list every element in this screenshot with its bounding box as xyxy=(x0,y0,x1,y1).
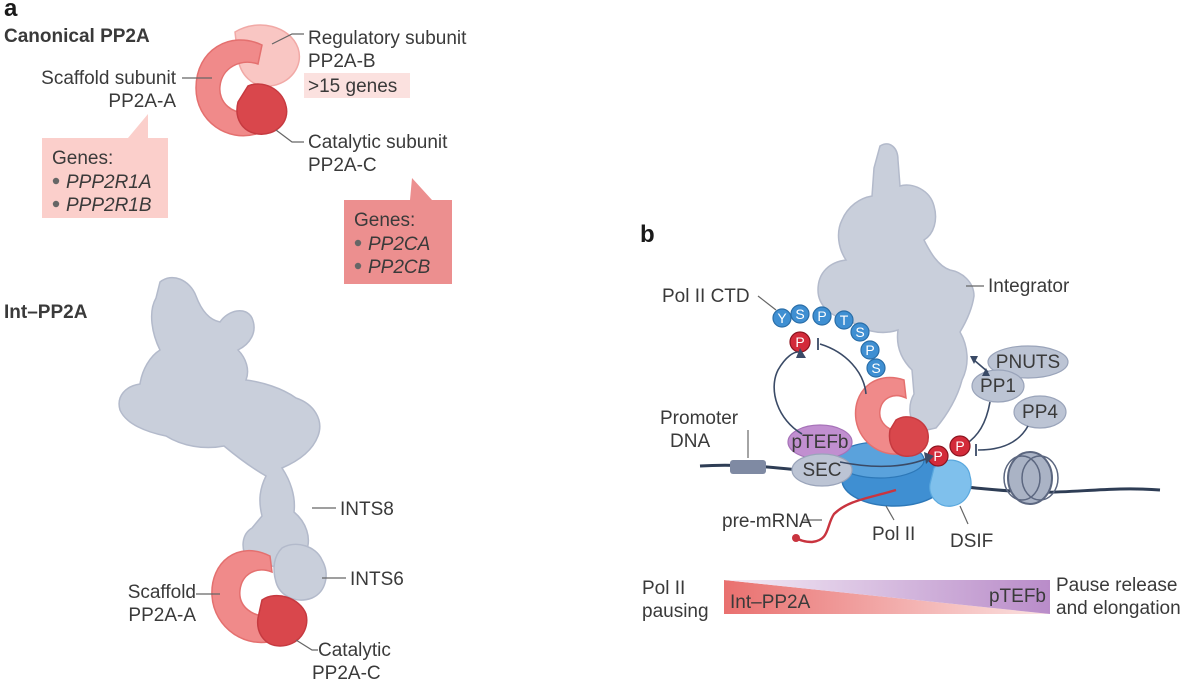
ints8-label: INTS8 xyxy=(340,499,394,520)
regulatory-subunit-shape xyxy=(234,24,301,87)
scaffold-subunit-shape xyxy=(195,39,263,137)
pp1-label: PP1 xyxy=(980,376,1016,397)
regulatory-genes: >15 genes xyxy=(308,76,397,97)
ptefb-pol2-arrow xyxy=(839,457,929,468)
catalytic-genes-callout: Genes: PP2CA PP2CB xyxy=(344,178,452,284)
integrator-shape xyxy=(817,143,975,433)
pol2-leader xyxy=(885,505,895,521)
phospho-pol2-2 xyxy=(949,435,971,457)
int-catalytic-leader xyxy=(295,639,318,651)
promoter-label-line1: Promoter xyxy=(660,408,739,429)
int-scaffold-line2: PP2A-A xyxy=(128,605,196,626)
scaffold-genes-callout: Genes: PPP2R1A PPP2R1B xyxy=(42,114,168,218)
bullet-dot xyxy=(354,262,362,270)
panel-b-letter: b xyxy=(640,221,655,248)
ints6-label: INTS6 xyxy=(350,569,404,590)
canonical-pp2a-title: Canonical PP2A xyxy=(4,26,150,47)
panel-a-letter: a xyxy=(4,0,18,22)
catalytic-label-line1: Catalytic subunit xyxy=(308,132,448,153)
ptefb-pol2-arrowhead xyxy=(924,452,934,464)
ctd-residue: P xyxy=(865,342,874,358)
gene-ppp2r1a: PPP2R1A xyxy=(66,172,152,193)
pp2a-dephosphorylation-arc xyxy=(819,343,867,395)
ptefb-arrowhead xyxy=(796,348,806,358)
elongation-label-line2: and elongation xyxy=(1056,598,1181,619)
scaffold-label-line2: PP2A-A xyxy=(108,91,176,112)
mrna-cap xyxy=(792,534,800,542)
ctd-residue: S xyxy=(795,306,804,322)
sec-oval xyxy=(791,453,853,487)
sec-label: SEC xyxy=(802,460,841,481)
ctd-residue: P xyxy=(817,308,826,324)
int-catalytic-line2: PP2A-C xyxy=(312,663,381,681)
pp4-inhibition-arc xyxy=(977,425,1029,451)
pausing-label-line2: pausing xyxy=(642,601,709,622)
regulatory-leader xyxy=(271,33,304,45)
dsif-label: DSIF xyxy=(950,531,993,552)
ctd-label: Pol II CTD xyxy=(662,286,750,307)
pp4-oval xyxy=(1013,395,1067,429)
dsif-leader xyxy=(959,505,969,525)
bullet-dot xyxy=(52,177,60,185)
regulatory-label-line1: Regulatory subunit xyxy=(308,28,467,49)
gradient-right-label: pTEFb xyxy=(989,586,1046,607)
ints6-shape xyxy=(273,543,327,601)
bullet-dot xyxy=(354,239,362,247)
ptefb-gradient xyxy=(724,580,1050,614)
ctd-residue: T xyxy=(840,312,849,328)
int-catalytic-line1: Catalytic xyxy=(318,640,391,661)
phospho-ctd-label: P xyxy=(795,334,804,350)
pol2-ctd-chain: Y S P T S P S xyxy=(772,304,886,378)
promoter-box xyxy=(730,460,766,474)
pp4-label: PP4 xyxy=(1022,402,1058,423)
regulatory-genes-box xyxy=(304,73,410,98)
int-pp2a-complex xyxy=(118,276,327,647)
pol2-pp2a-catalytic xyxy=(888,416,929,457)
phospho-pol2-2-label: P xyxy=(955,438,964,454)
scaffold-genes-title: Genes: xyxy=(52,148,113,169)
pol2-label: Pol II xyxy=(872,524,915,545)
int-pp2a-title: Int–PP2A xyxy=(4,302,88,323)
regulatory-label-line2: PP2A-B xyxy=(308,51,376,72)
int-scaffold-line1: Scaffold xyxy=(128,582,196,603)
integrator-label: Integrator xyxy=(988,276,1070,297)
elongation-label-line1: Pause release xyxy=(1056,575,1177,596)
ctd-residue: S xyxy=(855,324,864,340)
canonical-pp2a-complex xyxy=(195,24,301,137)
pausing-label-line1: Pol II xyxy=(642,578,685,599)
ptefb-label: pTEFb xyxy=(791,432,848,453)
ctd-leader xyxy=(757,295,777,311)
catalytic-subunit-shape xyxy=(236,83,288,135)
catalytic-genes-title: Genes: xyxy=(354,210,415,231)
pp1-inhibition-arc xyxy=(965,401,991,445)
arrowheads xyxy=(970,356,990,376)
pnuts-oval xyxy=(987,345,1069,379)
integrator-complex-shape-a xyxy=(118,276,321,569)
pp1-oval xyxy=(971,369,1025,403)
gene-pp2ca: PP2CA xyxy=(368,234,430,255)
gene-pp2cb: PP2CB xyxy=(368,257,431,278)
bullet-dot xyxy=(52,200,60,208)
phospho-pol2-1-label: P xyxy=(933,448,942,464)
dsif-shape xyxy=(929,459,972,507)
catalytic-leader xyxy=(275,129,304,143)
nucleosome xyxy=(1003,451,1059,505)
pnuts-label: PNUTS xyxy=(996,352,1060,373)
ctd-residue: Y xyxy=(777,310,787,326)
pre-mrna-label: pre-mRNA xyxy=(722,511,812,532)
gradient-left-label: Int–PP2A xyxy=(730,592,811,613)
catalytic-label-line2: PP2A-C xyxy=(308,155,377,176)
promoter-label-line2: DNA xyxy=(670,431,710,452)
pausing-gradient: Int–PP2A pTEFb xyxy=(724,580,1050,614)
gene-ppp2r1b: PPP2R1B xyxy=(66,195,152,216)
pre-mrna-strand xyxy=(795,488,897,544)
scaffold-label-line1: Scaffold subunit xyxy=(41,68,177,89)
ptefb-phosphorylation-arc xyxy=(773,351,803,435)
int-catalytic-shape xyxy=(256,594,308,647)
ctd-residue: S xyxy=(871,360,880,376)
